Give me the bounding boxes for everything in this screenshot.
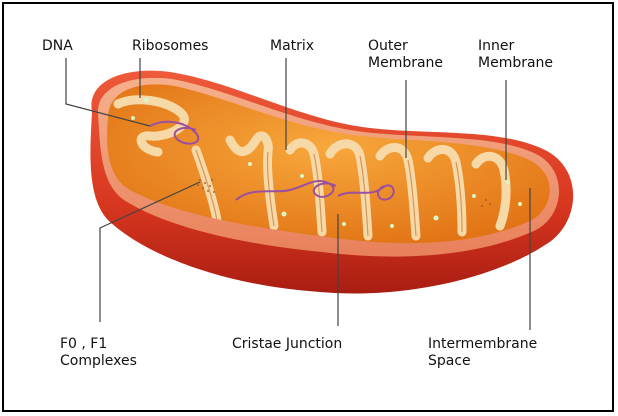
label-ribosomes: Ribosomes (132, 38, 208, 55)
label-inner-membrane: Inner Membrane (478, 38, 553, 72)
label-outer-membrane: Outer Membrane (368, 38, 443, 72)
label-intermembrane-space: Intermembrane Space (428, 336, 537, 370)
label-cristae-junction: Cristae Junction (232, 336, 342, 353)
label-dna: DNA (42, 38, 73, 55)
label-matrix: Matrix (270, 38, 314, 55)
label-f0f1-complexes: F0 , F1 Complexes (60, 336, 137, 370)
